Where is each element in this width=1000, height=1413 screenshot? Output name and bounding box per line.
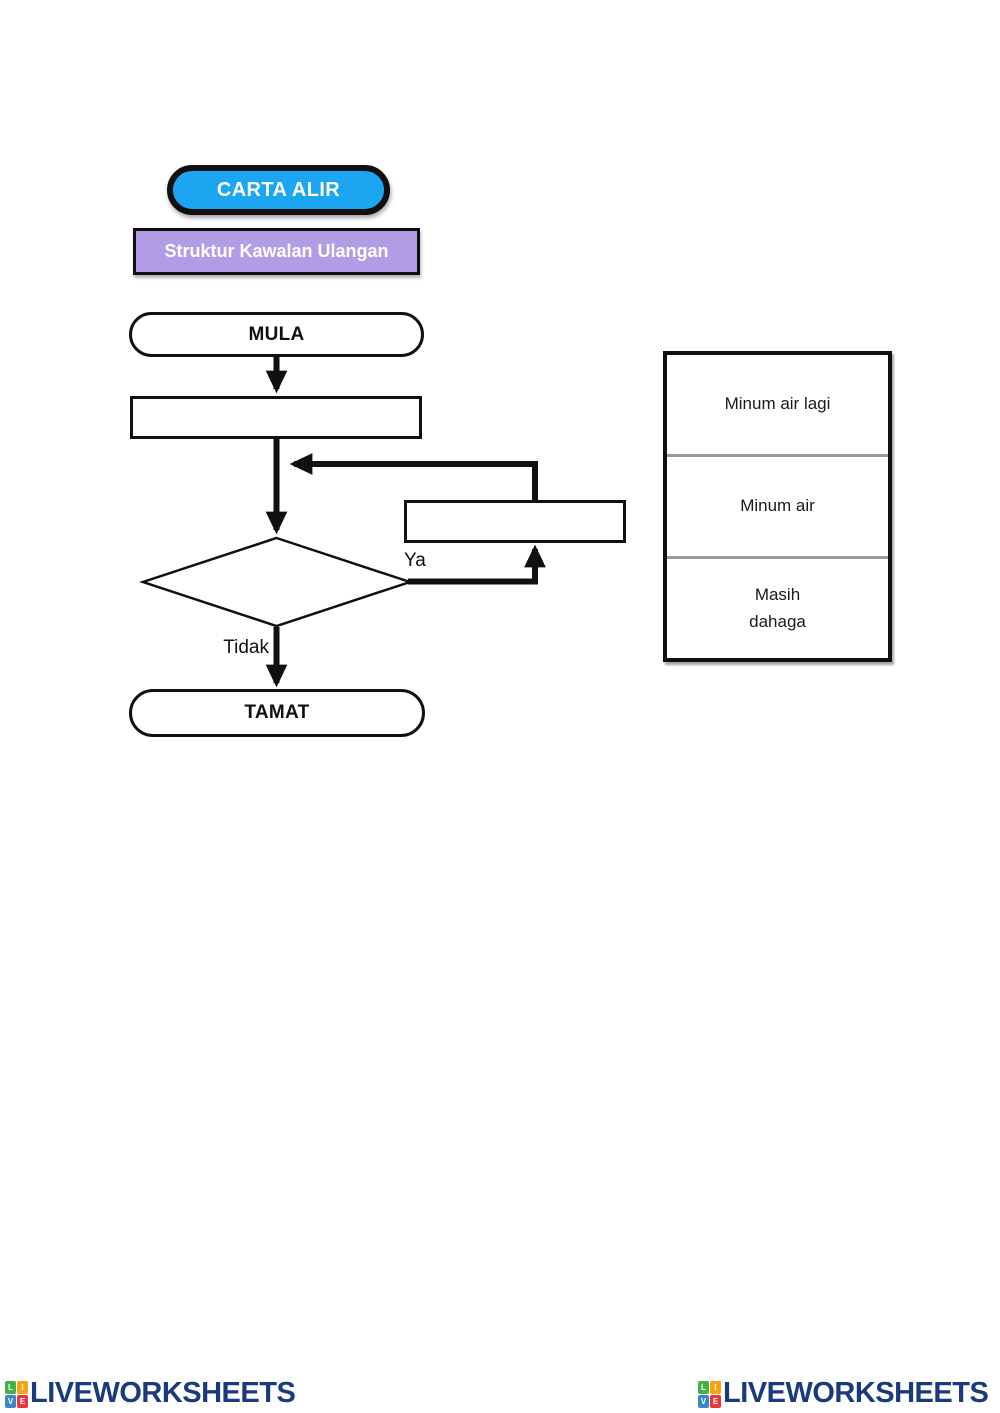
answer-divider [667,454,888,457]
logo-square-i: I [17,1381,28,1394]
decision-no-label: Tidak [223,637,269,658]
arrow-loop-return [289,453,538,500]
logo-square-i: I [710,1381,721,1394]
liveworksheets-wordmark: LIVEWORKSHEETS [723,1377,989,1409]
logo-square-v: V [5,1395,16,1408]
logo-square-l: L [698,1381,709,1394]
liveworksheets-logo-right[interactable]: L I V E LIVEWORKSHEETS [698,1377,989,1410]
logo-square-v: V [698,1395,709,1408]
flowchart-subtitle: Struktur Kawalan Ulangan [164,241,389,261]
liveworksheets-icon: L I V E [698,1381,721,1408]
flowchart-title: CARTA ALIR [216,178,341,201]
decision-diamond [139,536,414,628]
arrow-yes-to-loop-box [408,544,546,585]
loop-drop-zone[interactable] [404,500,626,543]
logo-square-l: L [5,1381,16,1394]
answer-option-minum-air[interactable]: Minum air [740,496,815,516]
start-node: MULA [129,312,424,357]
liveworksheets-logo-left[interactable]: L I V E LIVEWORKSHEETS [5,1377,296,1410]
logo-square-e: E [17,1395,28,1408]
answer-option-minum-air-lagi[interactable]: Minum air lagi [724,394,831,414]
logo-square-e: E [710,1395,721,1408]
decision-yes-label: Ya [404,550,426,571]
answer-divider [667,556,888,559]
end-node: TAMAT [129,689,425,737]
liveworksheets-icon: L I V E [5,1381,28,1408]
answer-option-masih-dahaga[interactable]: Masih dahaga [749,585,806,631]
answer-bank: Minum air lagi Minum air Masih dahaga [663,351,892,662]
liveworksheets-wordmark: LIVEWORKSHEETS [30,1377,296,1409]
flowchart-title-banner: CARTA ALIR [167,165,390,215]
process-drop-zone[interactable] [130,396,422,439]
flowchart-subtitle-banner: Struktur Kawalan Ulangan [133,228,420,275]
